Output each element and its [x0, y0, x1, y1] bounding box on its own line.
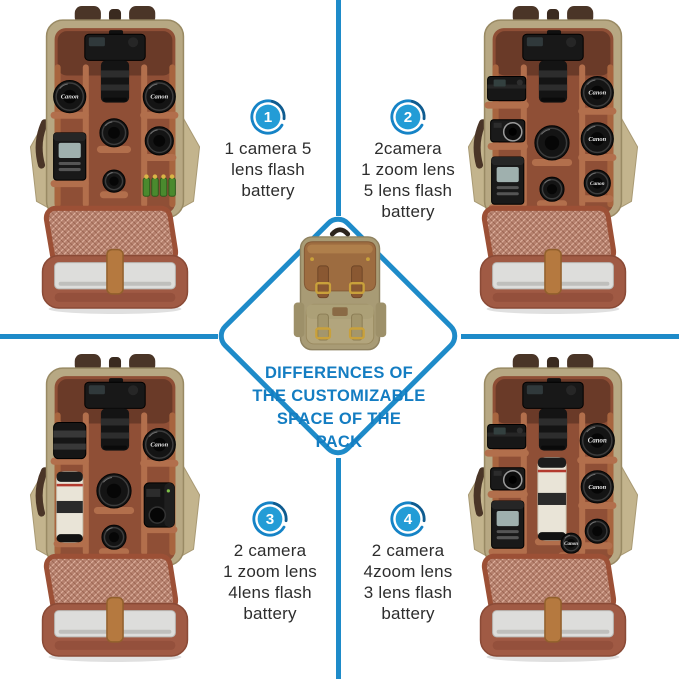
lens-brand-text: Canon	[588, 484, 606, 491]
backpack-handle	[329, 227, 351, 237]
gear-item-lens: Canon	[140, 427, 179, 467]
lens-brand-text: Canon	[61, 94, 79, 101]
gear-item-lens: Canon	[140, 79, 179, 119]
config-line: 2 camera	[371, 541, 445, 560]
config-3-badge: 3	[252, 501, 288, 537]
center-title-line: THE CUSTOMIZABLE	[252, 387, 426, 405]
gear-item-lens: Canon	[578, 75, 617, 115]
gear-item-bzoom	[50, 421, 89, 465]
config-line: 3 lens flash	[363, 583, 453, 602]
center-title-line: DIFFERENCES OF	[264, 364, 414, 382]
config-2-block: 2 2camera 1 zoom lens 5 lens flash batte…	[353, 98, 463, 222]
gear-item-compact	[487, 119, 528, 150]
config-line: 1 camera 5	[224, 139, 312, 158]
config-3-block: 3 2 camera 1 zoom lens 4lens flash batte…	[215, 500, 325, 624]
divider-line-horizontal-right	[461, 334, 679, 339]
gear-item-flash	[50, 132, 89, 188]
config-line: 5 lens flash	[363, 181, 453, 200]
gear-item-lens	[96, 118, 132, 153]
config-line: 2camera	[374, 139, 442, 158]
center-title: DIFFERENCES OF THE CUSTOMIZABLE SPACE OF…	[224, 362, 454, 454]
lens-brand-text: Canon	[588, 90, 606, 97]
config-line: 1 zoom lens	[361, 160, 455, 179]
gear-item-grip	[141, 482, 178, 534]
laptop-strap	[544, 248, 562, 295]
laptop-strap	[106, 248, 124, 295]
gear-item-flash	[488, 500, 527, 556]
badge-number: 4	[404, 511, 413, 528]
center-title-line: SPACE OF THE	[276, 410, 402, 428]
gear-item-body	[484, 423, 529, 457]
laptop-strap	[106, 596, 124, 643]
laptop-compartment	[479, 248, 627, 309]
leather-flap	[303, 241, 377, 299]
config-line: battery	[243, 604, 297, 623]
config-line: battery	[381, 604, 435, 623]
gear-item-lens	[531, 125, 573, 167]
gear-item-lens: Canon	[578, 470, 617, 510]
gear-item-body	[484, 75, 529, 109]
config-line: 1 zoom lens	[223, 562, 317, 581]
badge-number: 1	[264, 109, 273, 126]
laptop-compartment	[41, 596, 189, 657]
gear-item-lens	[98, 524, 130, 556]
gear-item-flash	[488, 156, 527, 212]
closed-backpack-photo	[293, 227, 387, 351]
dslr-camera	[522, 30, 584, 103]
gear-item-compact	[487, 467, 528, 498]
laptop-compartment	[479, 596, 627, 657]
gear-item-lens: Canon	[578, 122, 617, 162]
config-4-block: 4 2 camera 4zoom lens 3 lens flash batte…	[353, 500, 463, 624]
divider-line-horizontal-left	[0, 334, 218, 339]
config-line: lens flash	[231, 160, 305, 179]
config-line: 4zoom lens	[363, 562, 453, 581]
front-pocket	[305, 303, 375, 345]
gear-item-lens: Canon	[577, 422, 618, 464]
gear-item-lens	[93, 473, 135, 515]
badge-number: 3	[266, 511, 274, 528]
config-line: battery	[381, 202, 435, 221]
gear-item-lens	[582, 518, 613, 550]
laptop-strap	[544, 596, 562, 643]
config-4-badge: 4	[390, 501, 426, 537]
lens-brand-text: Canon	[150, 94, 168, 101]
gear-item-lens	[536, 176, 568, 208]
gear-item-lens	[142, 126, 177, 162]
config-line: 2 camera	[233, 541, 307, 560]
center-title-line: PACK	[315, 433, 363, 451]
gear-item-lens: Canon	[50, 79, 89, 119]
lens-brand-text: Canon	[588, 438, 607, 445]
lens-brand-text: Canon	[564, 542, 578, 547]
lens-brand-text: Canon	[588, 136, 606, 143]
config-line: battery	[241, 181, 295, 200]
config-1-block: 1 1 camera 5 lens flash battery	[213, 98, 323, 201]
gear-item-lens: Canon	[581, 169, 614, 203]
config-line: 4lens flash	[228, 583, 312, 602]
dslr-camera	[84, 30, 146, 103]
laptop-compartment	[41, 248, 189, 309]
lens-brand-text: Canon	[590, 181, 605, 187]
gear-item-wzoom	[534, 457, 570, 546]
backpack-open-photo-3: Canon	[29, 354, 201, 662]
gear-item-batt	[142, 174, 176, 197]
backpack-open-photo-1: Canon Canon	[29, 6, 201, 314]
config-1-badge: 1	[250, 99, 286, 135]
dslr-camera	[84, 378, 146, 451]
gear-item-wzoom	[53, 471, 86, 548]
config-2-badge: 2	[390, 99, 426, 135]
divider-line-vertical-bottom	[336, 458, 341, 679]
gear-item-lens	[99, 169, 129, 199]
lens-brand-text: Canon	[150, 442, 168, 449]
dslr-camera	[522, 378, 584, 451]
badge-number: 2	[404, 109, 412, 126]
divider-line-vertical-top	[336, 0, 341, 216]
